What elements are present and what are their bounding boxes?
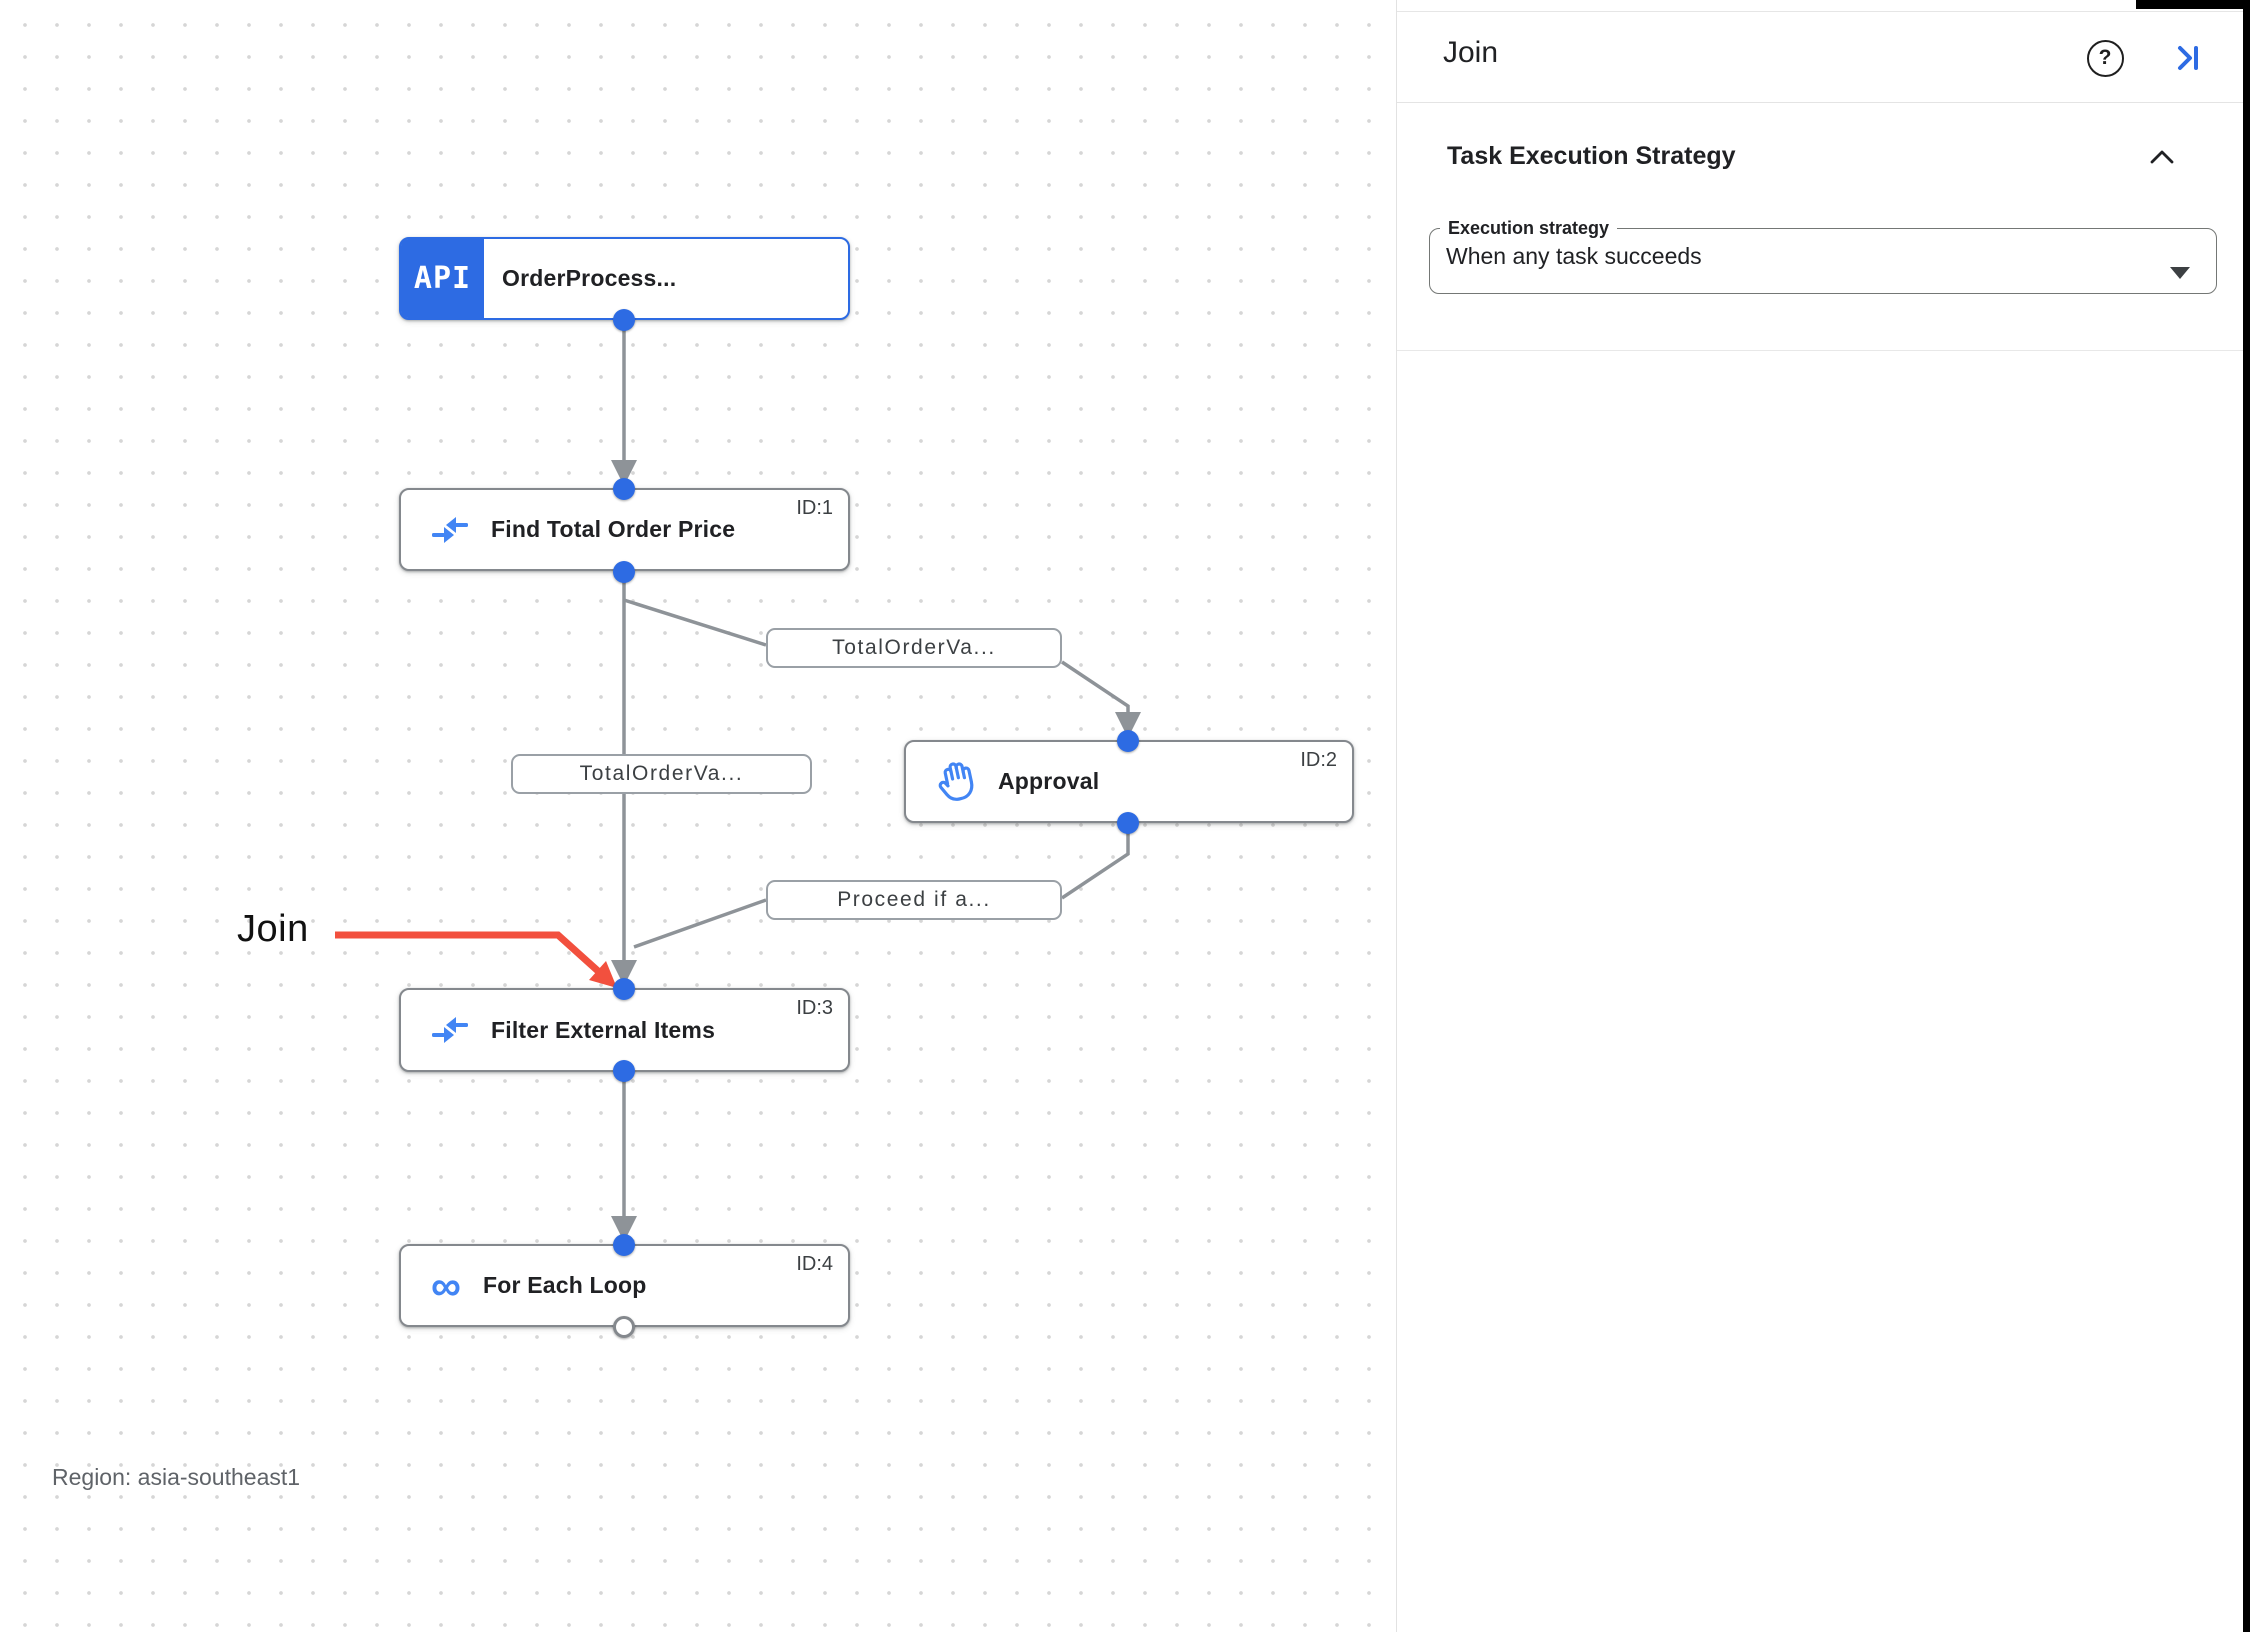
join-annotation-arrow xyxy=(335,931,617,988)
task-execution-strategy-section-toggle[interactable]: Task Execution Strategy xyxy=(1397,130,2244,190)
screen-edge-artifact-right xyxy=(2243,0,2250,1632)
node-title: Find Total Order Price xyxy=(491,516,736,542)
node-id-badge: ID:4 xyxy=(796,1253,833,1275)
workflow-canvas[interactable]: API OrderProcess... Find Total Order Pri… xyxy=(0,0,1396,1632)
edge-label-totalorderva-lower[interactable]: TotalOrderVa... xyxy=(511,754,812,794)
panel-header: Join ? xyxy=(1397,12,2244,103)
config-panel: Join ? Task Execution Strategy xyxy=(1396,0,2244,1632)
edge-arrowheads xyxy=(611,460,1141,1242)
connector-dot-filter-in[interactable] xyxy=(613,978,635,1000)
chevron-up-icon xyxy=(2148,148,2176,171)
connector-dot-find-out[interactable] xyxy=(613,561,635,583)
edge-layer xyxy=(335,320,1141,1242)
node-find-total-order-price[interactable]: Find Total Order Price ID:1 xyxy=(399,488,850,571)
edge-label-to-filter xyxy=(633,898,767,949)
connector-dot-approval-in[interactable] xyxy=(1117,730,1139,752)
node-for-each-loop[interactable]: ∞ For Each Loop ID:4 xyxy=(399,1244,850,1327)
arrowhead-filter xyxy=(611,960,637,986)
edge-find-to-label-upper xyxy=(623,598,767,647)
collapse-right-icon xyxy=(2178,46,2198,70)
connector-dot-foreach-in[interactable] xyxy=(613,1234,635,1256)
arrowhead-approval xyxy=(1115,712,1141,738)
approval-hand-icon xyxy=(936,761,976,803)
edge-label-proceed-if[interactable]: Proceed if a... xyxy=(766,880,1062,920)
join-annotation-label: Join xyxy=(237,908,309,950)
help-button[interactable]: ? xyxy=(2085,38,2125,78)
node-id-badge: ID:1 xyxy=(796,497,833,519)
arrowhead-foreach xyxy=(611,1216,637,1242)
node-order-process[interactable]: API OrderProcess... xyxy=(399,237,850,320)
data-mapping-icon xyxy=(431,516,469,544)
collapse-panel-button[interactable] xyxy=(2167,38,2207,78)
help-icon: ? xyxy=(2086,39,2124,77)
node-id-badge: ID:2 xyxy=(1300,749,1337,771)
edge-approval-to-label xyxy=(1061,823,1130,900)
data-mapping-icon xyxy=(431,1016,469,1044)
edge-label-totalorderva-upper[interactable]: TotalOrderVa... xyxy=(766,628,1062,668)
execution-strategy-select[interactable]: Execution strategy When any task succeed… xyxy=(1429,218,2217,294)
connector-dot-filter-out[interactable] xyxy=(613,1060,635,1082)
node-title: Filter External Items xyxy=(491,1016,716,1043)
node-approval[interactable]: Approval ID:2 xyxy=(904,740,1354,823)
dropdown-caret-icon xyxy=(2170,267,2190,279)
node-id-badge: ID:3 xyxy=(796,997,833,1019)
node-title: Approval xyxy=(998,768,1100,794)
panel-title: Join xyxy=(1443,36,1499,69)
section-heading: Task Execution Strategy xyxy=(1447,142,1736,170)
api-trigger-icon: API xyxy=(401,239,484,318)
connector-dot-orderprocess-out[interactable] xyxy=(613,309,635,331)
screen-edge-artifact-top xyxy=(2136,0,2250,9)
edge-label-to-approval xyxy=(1061,660,1130,714)
node-title: For Each Loop xyxy=(482,1272,647,1298)
region-label: Region: asia-southeast1 xyxy=(52,1464,301,1490)
connector-dot-find-in[interactable] xyxy=(613,478,635,500)
panel-top-divider xyxy=(1397,11,2244,12)
loop-infinity-icon: ∞ xyxy=(431,1261,461,1309)
arrowhead-find xyxy=(611,460,637,486)
execution-strategy-label: Execution strategy xyxy=(1448,218,1610,238)
connector-dot-foreach-out[interactable] xyxy=(613,1316,635,1338)
section-divider xyxy=(1397,350,2244,351)
node-title: OrderProcess... xyxy=(502,265,677,291)
execution-strategy-value: When any task succeeds xyxy=(1446,243,1702,269)
connector-dot-approval-out[interactable] xyxy=(1117,812,1139,834)
